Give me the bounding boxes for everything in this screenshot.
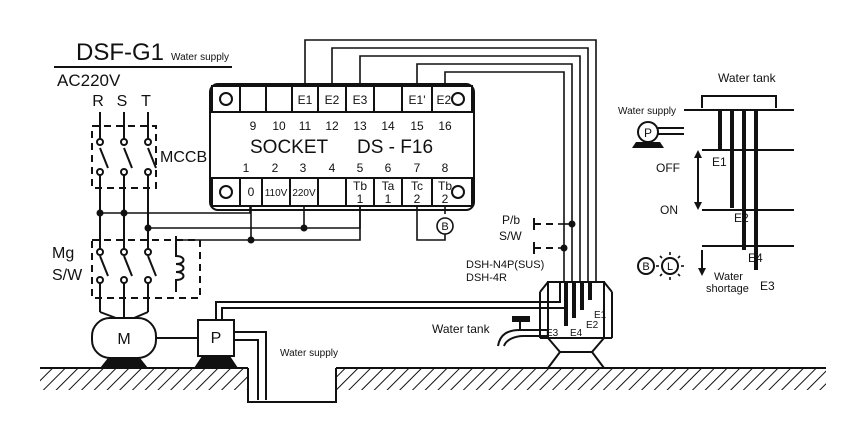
title-water-supply-label: Water supply (171, 52, 229, 63)
right-e3-label: E3 (760, 279, 775, 293)
pin-3: 3 (300, 161, 307, 175)
pb-label: P/b (502, 213, 520, 227)
on-label: ON (660, 203, 678, 217)
pin-13: 13 (353, 119, 367, 133)
title-block: DSF-G1 Water supply AC220V (54, 39, 232, 90)
socket-name: SOCKET (250, 137, 329, 158)
socket-cell-8-top: Tb (438, 179, 452, 193)
pin-14: 14 (381, 119, 395, 133)
diagram-title: DSF-G1 (76, 39, 164, 66)
ground: Water supply (40, 348, 826, 403)
right-buzzer-letter: B (642, 261, 649, 273)
socket-cell-3-top: 220V (292, 188, 316, 199)
pin-10: 10 (272, 119, 286, 133)
pin-1: 1 (243, 161, 250, 175)
shortage-label-1: Water (714, 271, 743, 283)
right-alarm-symbols: B L (637, 252, 684, 280)
pin-5: 5 (357, 161, 364, 175)
faucet: Water tank (432, 316, 548, 347)
tank-electrode-e4: E4 (570, 328, 583, 339)
right-e4-label: E4 (748, 251, 763, 265)
socket-top-cell-13: E3 (353, 93, 368, 107)
socket-cell-7-bottom: 2 (414, 192, 421, 206)
socket-cell-5-top: Tb (353, 179, 367, 193)
off-label: OFF (656, 161, 680, 175)
electrode-wires (304, 39, 597, 282)
push-button-switch: P/b S/W DSH-N4P(SUS) DSH-4R (466, 213, 576, 284)
pin-2: 2 (272, 161, 279, 175)
mg-sw-label: S/W (52, 267, 83, 284)
pin-15: 15 (410, 119, 424, 133)
pin-9: 9 (250, 119, 257, 133)
tank-level-diagram: Water tank E1 E2 E4 E3 OFF ON Water shor… (656, 71, 794, 295)
phase-r-label: R (92, 93, 104, 110)
pin-11: 11 (299, 119, 312, 133)
pin-4: 4 (329, 161, 336, 175)
control-wires: B (100, 206, 454, 244)
right-water-supply-label: Water supply (618, 106, 676, 117)
mccb-label: MCCB (160, 149, 207, 166)
motor: M (91, 311, 198, 368)
power-lines (99, 112, 149, 132)
phase-s-label: S (117, 93, 128, 110)
socket-cell-8-bottom: 2 (442, 192, 449, 206)
faucet-label: Water tank (432, 322, 491, 336)
socket-cell-7-top: Tc (411, 179, 423, 193)
sensor-model-1: DSH-N4P(SUS) (466, 259, 544, 271)
socket-cell-6-bottom: 1 (385, 192, 392, 206)
right-lamp-letter: L (667, 261, 673, 273)
right-e1-label: E1 (712, 155, 727, 169)
socket-cell-6-top: Ta (382, 179, 395, 193)
sensor-tank: E3 E4 E2 E1 (539, 281, 613, 369)
pit-water-supply-label: Water supply (280, 348, 338, 359)
pin-7: 7 (414, 161, 421, 175)
buzzer-symbol: B (441, 221, 448, 233)
socket-ds-f16: E1 E2 E3 E1' E2' 9 10 11 12 13 14 15 16 … (209, 83, 475, 211)
right-pump-symbol: Water supply P (618, 106, 684, 148)
phase-t-label: T (141, 93, 151, 110)
right-water-tank-label: Water tank (718, 71, 777, 85)
shortage-label-2: shortage (706, 283, 749, 295)
tank-electrode-e2: E2 (586, 320, 599, 331)
socket-cell-5-bottom: 1 (357, 192, 364, 206)
mg-label: Mg (52, 245, 74, 262)
right-pump-letter: P (644, 126, 652, 140)
pin-6: 6 (385, 161, 392, 175)
mccb-breaker: MCCB (91, 125, 207, 235)
socket-top-cell-16: E2' (437, 93, 454, 107)
pin-8: 8 (442, 161, 449, 175)
pump-label: P (211, 330, 222, 347)
socket-top-cell-12: E2 (325, 93, 340, 107)
socket-cell-1-top: 0 (248, 185, 255, 199)
pin-12: 12 (325, 119, 339, 133)
sensor-model-2: DSH-4R (466, 272, 507, 284)
tank-electrode-e3: E3 (546, 328, 559, 339)
socket-cell-2-top: 110V (265, 188, 288, 199)
pb-sw-label: S/W (499, 229, 522, 243)
socket-top-cell-15: E1' (409, 93, 426, 107)
pin-16: 16 (438, 119, 452, 133)
motor-label: M (117, 331, 130, 348)
magnetic-switch: Mg S/W (52, 235, 201, 312)
right-e2-label: E2 (734, 211, 749, 225)
tank-electrode-e1: E1 (594, 310, 607, 321)
power-supply-label: AC220V (57, 71, 121, 90)
socket-model: DS - F16 (357, 137, 433, 158)
socket-top-cell-11: E1 (298, 93, 313, 107)
